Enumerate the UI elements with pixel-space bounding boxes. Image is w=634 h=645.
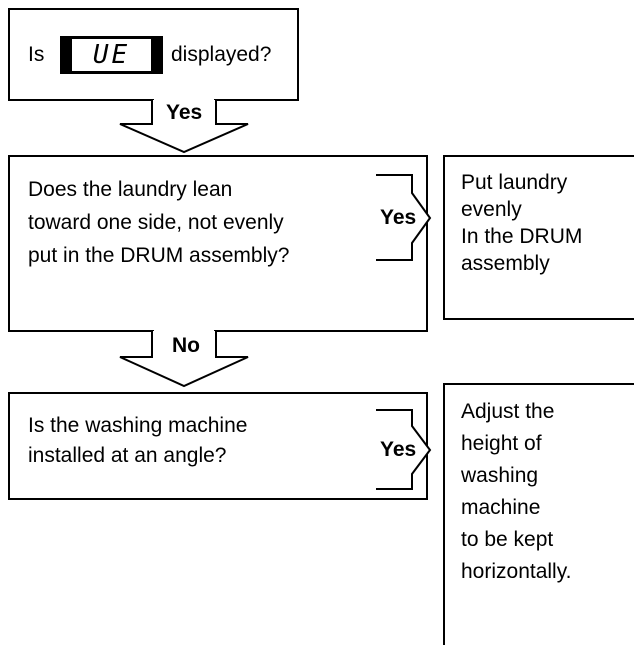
question-laundry-lean-box — [8, 155, 428, 332]
ue-display-indicator: UE — [60, 36, 163, 74]
result-2-line-6: horizontally. — [461, 560, 572, 583]
question-angle-line-2: installed at an angle? — [28, 444, 227, 467]
result-2-line-1: Adjust the — [461, 400, 555, 423]
result-put-laundry-evenly-box — [443, 155, 634, 320]
right-arrow-yes-2-label: Yes — [380, 438, 417, 461]
ue-display-code: UE — [92, 40, 131, 70]
result-2-line-2: height of — [461, 432, 542, 455]
result-2-line-5: to be kept — [461, 528, 554, 551]
down-arrow-yes-shape — [119, 100, 249, 154]
result-1-line-3: In the DRUM — [461, 225, 583, 248]
question-angle-line-1: Is the washing machine — [28, 414, 248, 437]
result-2-line-3: washing — [461, 464, 539, 487]
down-arrow-no-label: No — [172, 334, 200, 357]
question-laundry-line-3: put in the DRUM assembly? — [28, 244, 290, 267]
result-1-line-2: evenly — [461, 198, 522, 221]
down-arrow-no-shape — [119, 331, 249, 388]
result-1-line-4: assembly — [461, 252, 550, 275]
result-1-line-1: Put laundry — [461, 171, 568, 194]
question-installed-angle-box — [8, 392, 428, 500]
question-is-label: Is — [28, 43, 45, 66]
down-arrow-yes-label: Yes — [166, 101, 203, 124]
question-displayed-label: displayed? — [171, 43, 272, 66]
question-laundry-line-2: toward one side, not evenly — [28, 211, 284, 234]
result-adjust-height-box — [443, 383, 634, 645]
right-arrow-yes-1-label: Yes — [380, 206, 417, 229]
question-laundry-line-1: Does the laundry lean — [28, 178, 233, 201]
result-2-line-4: machine — [461, 496, 541, 519]
